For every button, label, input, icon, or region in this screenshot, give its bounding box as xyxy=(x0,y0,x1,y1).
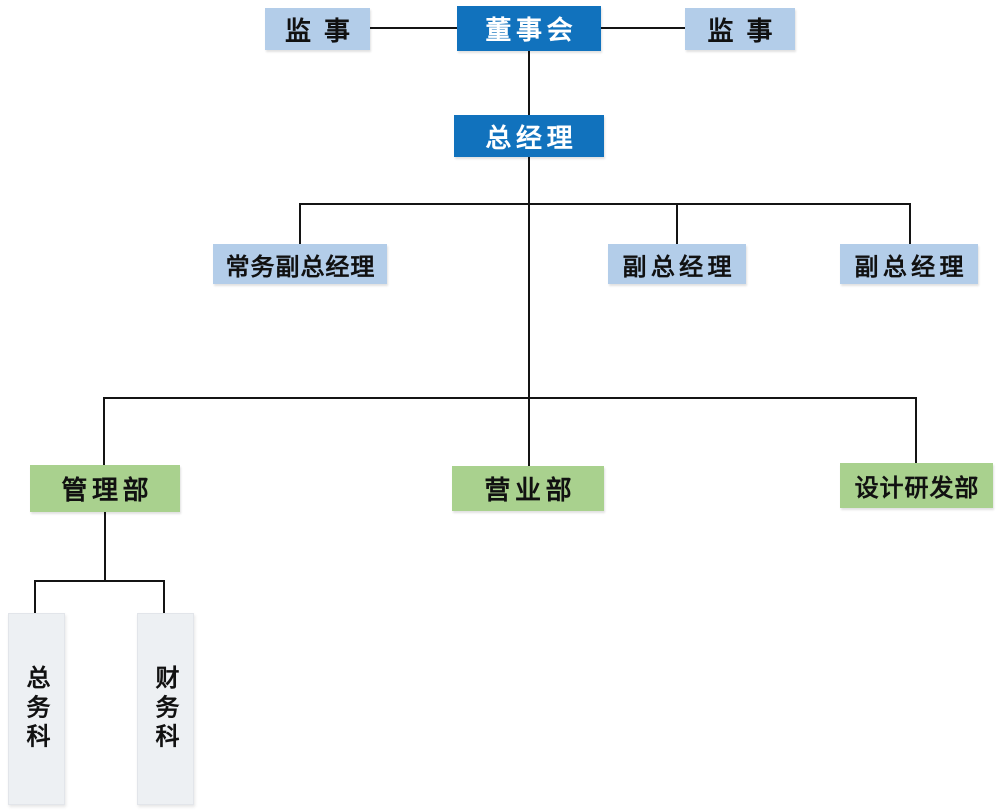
connector-section-branch xyxy=(34,580,165,582)
connector-deputy-branch xyxy=(299,203,911,205)
connector-drop-management xyxy=(103,397,105,465)
node-deputy-gm-2: 副总经理 xyxy=(840,244,978,284)
connector-management-down xyxy=(104,512,106,582)
connector-gm-to-sales xyxy=(528,157,530,466)
connector-drop-finance xyxy=(163,580,165,613)
node-supervisor-right: 监事 xyxy=(685,8,795,50)
node-dept-design-rd: 设计研发部 xyxy=(840,463,993,508)
node-sec-general-affairs: 总务科 xyxy=(8,613,65,805)
node-deputy-gm-1: 副总经理 xyxy=(608,244,746,284)
connector-drop-design-rd xyxy=(915,397,917,463)
node-board: 董事会 xyxy=(457,6,601,51)
node-exec-deputy-gm: 常务副总经理 xyxy=(213,244,387,284)
connector-dept-branch xyxy=(103,397,917,399)
connector-drop-general-affairs xyxy=(34,580,36,613)
node-supervisor-left: 监事 xyxy=(265,8,370,50)
connector-drop-exec-deputy xyxy=(299,203,301,244)
connector-drop-deputy-2 xyxy=(909,203,911,244)
node-sec-finance: 财务科 xyxy=(137,613,194,805)
connector-drop-deputy-1 xyxy=(676,203,678,244)
node-general-manager: 总经理 xyxy=(454,115,604,157)
connector-supervisor-right xyxy=(601,27,685,29)
connector-board-to-gm xyxy=(528,51,530,115)
connector-supervisor-left xyxy=(370,27,458,29)
node-dept-sales: 营业部 xyxy=(452,466,604,511)
node-dept-management: 管理部 xyxy=(30,465,180,512)
